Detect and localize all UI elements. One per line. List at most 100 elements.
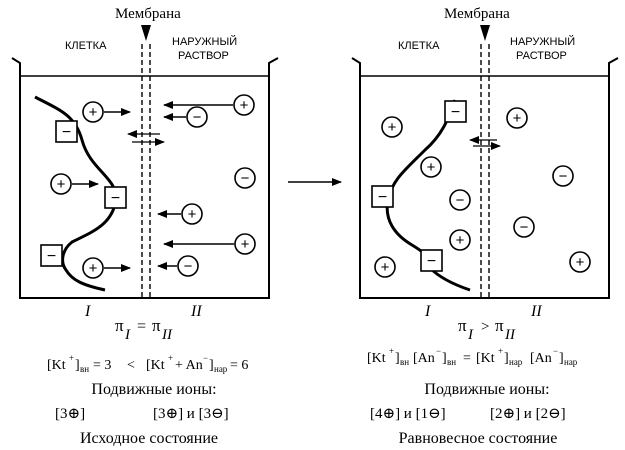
svg-text:+: + [381, 259, 390, 276]
svg-text:+: + [57, 176, 66, 193]
svg-text:вн: вн [447, 357, 456, 367]
right-roman-one: I [424, 303, 431, 320]
svg-text:II: II [504, 327, 516, 343]
svg-text:+: + [513, 110, 522, 127]
left-fixed-anion-2: − [104, 186, 127, 209]
right-inner-anion-1: − [449, 189, 471, 211]
svg-text:+: + [388, 119, 397, 136]
left-ions-outside: [3⊕] и [3⊖] [153, 406, 229, 422]
left-roman-two: II [190, 303, 202, 320]
left-cation-3: + [82, 257, 104, 279]
svg-text:+: + [69, 353, 74, 363]
left-outer-cation-3: + [234, 233, 256, 255]
svg-text:нар: нар [214, 364, 228, 374]
right-beaker [351, 57, 619, 299]
right-outer-anion-1: − [552, 165, 574, 187]
right-fixed-anion-3: − [420, 249, 443, 272]
svg-text:−: − [378, 189, 387, 206]
left-polymer-chain [34, 95, 118, 292]
svg-text:]: ] [559, 351, 564, 366]
svg-text:+: + [241, 236, 250, 253]
left-beaker [11, 57, 279, 299]
right-inner-cation-3: + [449, 229, 471, 251]
right-fixed-anion-2: − [371, 185, 394, 208]
svg-text:=: = [137, 318, 146, 335]
right-outer-cation-1: + [506, 107, 528, 129]
svg-text:+: + [168, 353, 173, 363]
svg-text:]: ] [75, 358, 80, 373]
right-ions-inside: [4⊕] и [1⊖] [370, 406, 446, 422]
left-outer-anion-1: − [186, 106, 208, 128]
right-concentration-equation: [Kt + ] вн [An − ] вн = [Kt + ] нар [An … [367, 346, 578, 367]
svg-text:[An: [An [413, 351, 435, 366]
svg-text:−: − [111, 190, 120, 207]
svg-text:π: π [115, 316, 124, 335]
right-pi-relation: π I > π II [458, 316, 516, 343]
left-outer-label-1: НАРУЖНЫЙ [172, 35, 237, 48]
right-inner-cation-4: + [374, 256, 396, 278]
svg-text:<: < [127, 358, 135, 373]
left-cell-label: КЛЕТКА [65, 40, 107, 52]
svg-text:−: − [427, 253, 436, 270]
right-cell-label: КЛЕТКА [398, 40, 440, 52]
svg-text:−: − [456, 192, 465, 209]
right-mobile-ions-label: Подвижные ионы: [424, 381, 549, 398]
left-pi-relation: π I = π II [115, 316, 173, 343]
left-outer-anion-3: − [177, 255, 199, 277]
left-cation-1: + [82, 101, 104, 123]
svg-text:+: + [240, 97, 249, 114]
left-mobile-ions-label: Подвижные ионы: [91, 381, 216, 398]
svg-text:нар: нар [564, 357, 578, 367]
left-cation-2: + [50, 173, 72, 195]
svg-text:I: I [467, 327, 474, 343]
left-outer-cation-1: + [233, 94, 255, 116]
svg-text:[Kt: [Kt [367, 351, 386, 366]
right-fixed-anion-1: − [444, 100, 467, 123]
left-outer-cation-2: + [181, 203, 203, 225]
svg-text:π: π [458, 316, 467, 335]
svg-text:−: − [559, 168, 568, 185]
left-membrane-pointer-icon [141, 25, 151, 41]
svg-text:>: > [481, 319, 489, 335]
svg-text:+: + [427, 159, 436, 176]
left-fixed-anion-1: − [55, 120, 78, 143]
right-outer-anion-2: − [513, 216, 535, 238]
svg-text:II: II [161, 327, 173, 343]
svg-text:−: − [184, 258, 193, 275]
left-concentration-equation: [Kt + ] вн = 3 < [Kt + + An − ] нар = 6 [47, 353, 248, 374]
svg-text:]: ] [209, 358, 214, 373]
svg-text:+: + [576, 254, 585, 271]
svg-text:−: − [436, 346, 441, 356]
svg-text:вн: вн [400, 357, 409, 367]
svg-text:−: − [203, 353, 208, 363]
svg-text:−: − [520, 219, 529, 236]
svg-text:]: ] [442, 351, 447, 366]
svg-text:= 3: = 3 [93, 358, 111, 373]
svg-text:= 6: = 6 [230, 358, 248, 373]
left-membrane-label: Мембрана [115, 6, 181, 22]
svg-text:+: + [89, 104, 98, 121]
svg-text:=: = [463, 351, 471, 366]
right-outer-label-1: НАРУЖНЫЙ [510, 35, 575, 48]
svg-text:]: ] [395, 351, 400, 366]
svg-text:+: + [498, 346, 503, 356]
right-ions-outside: [2⊕] и [2⊖] [490, 406, 566, 422]
svg-text:[Kt: [Kt [146, 358, 165, 373]
left-outer-anion-2: − [234, 167, 256, 189]
right-outer-label-2: РАСТВОР [516, 50, 567, 62]
right-roman-two: II [530, 303, 542, 320]
left-ions-inside: [3⊕] [55, 406, 85, 422]
right-membrane-label: Мембрана [444, 6, 510, 22]
svg-text:−: − [47, 248, 56, 265]
svg-text:[Kt: [Kt [47, 358, 66, 373]
left-fixed-anion-3: − [40, 244, 63, 267]
right-panel: Мембрана КЛЕТКА НАРУЖНЫЙ РАСТВОР − − − +… [351, 6, 619, 447]
svg-text:+: + [188, 206, 197, 223]
svg-text:I: I [124, 327, 131, 343]
svg-text:[An: [An [530, 351, 552, 366]
right-state-caption: Равновесное состояние [399, 430, 558, 447]
svg-text:−: − [193, 109, 202, 126]
right-membrane-pointer-icon [480, 25, 490, 41]
right-outer-cation-2: + [569, 251, 591, 273]
